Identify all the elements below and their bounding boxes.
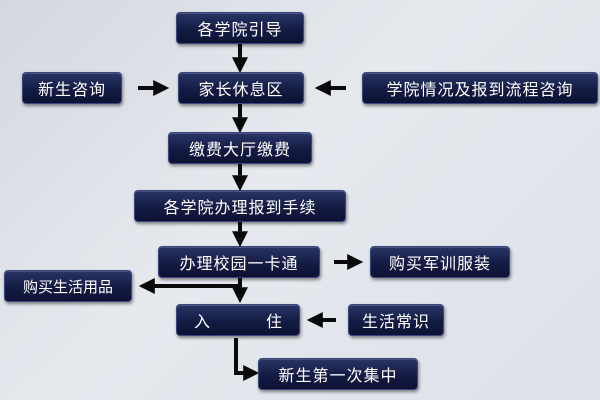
node-parent-rest-area-label: 家长休息区 [198,80,284,99]
node-military-uniform: 购买军训服装 [370,246,510,278]
node-checkin: 入 住 [176,304,300,336]
node-life-tips-label: 生活常识 [361,312,430,331]
node-first-gathering: 新生第一次集中 [258,358,418,390]
node-daily-supplies-label: 购买生活用品 [22,277,113,296]
node-first-gathering-label: 新生第一次集中 [278,366,398,385]
node-college-info-consult: 学院情况及报到流程咨询 [362,72,598,104]
node-registration: 各学院办理报到手续 [134,190,346,222]
node-life-tips: 生活常识 [348,304,444,336]
node-college-info-consult-label: 学院情况及报到流程咨询 [386,80,574,99]
node-campus-card: 办理校园一卡通 [158,246,320,278]
node-campus-card-label: 办理校园一卡通 [179,254,299,273]
node-registration-label: 各学院办理报到手续 [163,198,317,217]
node-daily-supplies: 购买生活用品 [4,270,132,302]
node-college-guide: 各学院引导 [176,12,304,44]
node-parent-rest-area: 家长休息区 [178,72,304,104]
node-freshman-consult-label: 新生咨询 [37,80,106,99]
node-payment-hall: 缴费大厅缴费 [168,132,312,164]
node-freshman-consult: 新生咨询 [22,72,122,104]
node-payment-hall-label: 缴费大厅缴费 [188,140,291,159]
node-college-guide-label: 各学院引导 [197,20,283,39]
node-military-uniform-label: 购买军训服装 [388,254,491,273]
arrow-checkin-to-gathering [234,338,260,381]
node-checkin-left-label: 入 [193,312,210,331]
node-checkin-right-label: 住 [266,312,283,331]
